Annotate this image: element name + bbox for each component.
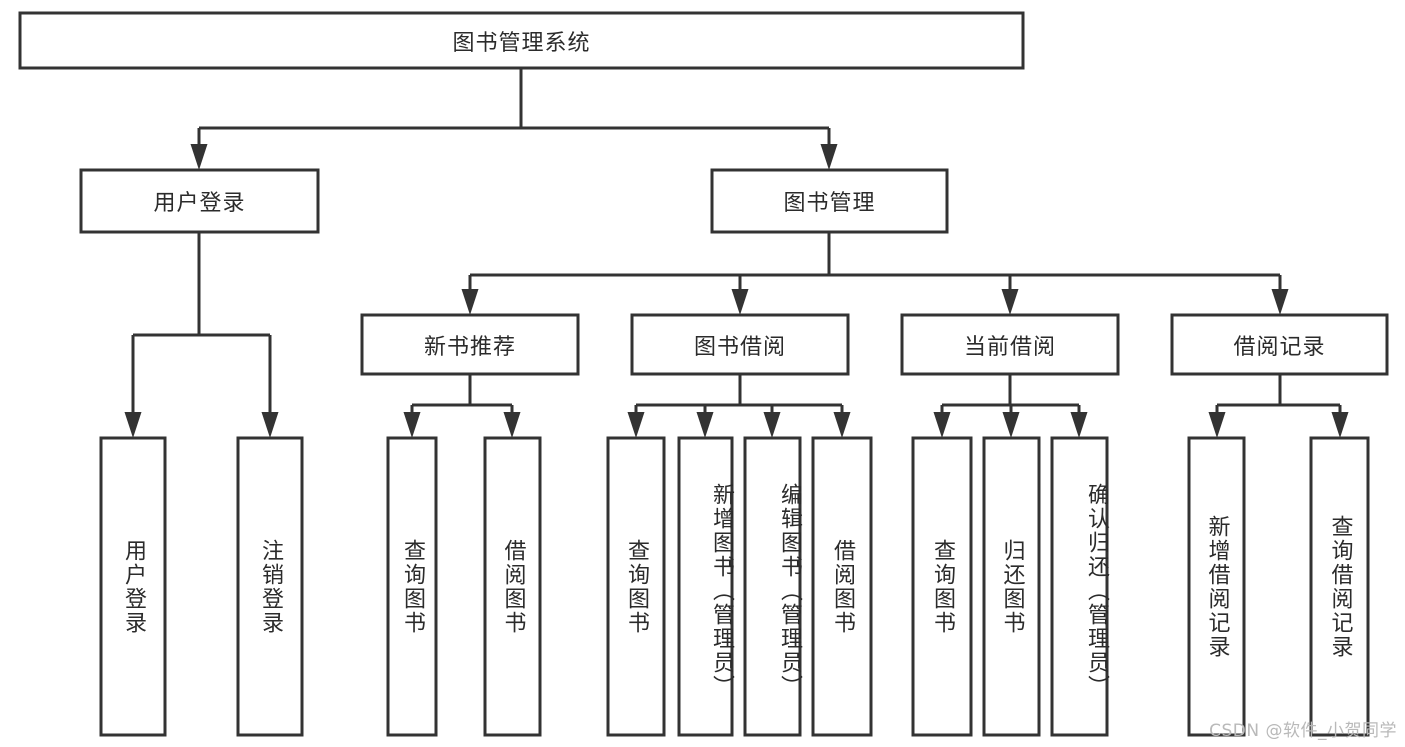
group-1-drop-1-arrowhead: [696, 412, 714, 438]
group-2-drop-1-arrowhead: [1002, 412, 1020, 438]
node-l3-借阅记录[interactable]: [1170, 313, 1389, 376]
group-3-drop-1-arrowhead: [1331, 412, 1349, 438]
node-leaf-查询图书-8[interactable]: [911, 436, 973, 737]
box-layer: [18, 11, 1389, 737]
node-leaf-查询图书-2[interactable]: [386, 436, 438, 737]
node-leaf-新增借阅记录-11[interactable]: [1187, 436, 1246, 737]
group-3-drop-0-arrowhead: [1208, 412, 1226, 438]
node-leaf-注销登录-1[interactable]: [236, 436, 304, 737]
node-leaf-用户登录-0[interactable]: [99, 436, 167, 737]
group-2-drop-2-arrowhead: [1070, 412, 1088, 438]
node-l3-图书借阅[interactable]: [630, 313, 850, 376]
node-leaf-编辑图书管理员-6[interactable]: [743, 436, 802, 737]
login-drop-1-arrowhead: [261, 412, 279, 438]
group-0-drop-1-arrowhead: [503, 412, 521, 438]
node-l2-图书管理[interactable]: [710, 168, 949, 234]
node-leaf-借阅图书-3[interactable]: [483, 436, 542, 737]
node-leaf-确认归还管理员-10[interactable]: [1050, 436, 1109, 737]
connector-layer: [124, 68, 1349, 438]
group-1-drop-2-arrowhead: [763, 412, 781, 438]
node-l2-用户登录[interactable]: [79, 168, 320, 234]
group-1-drop-3-arrowhead: [833, 412, 851, 438]
mgmt-drop-0-arrowhead: [461, 289, 479, 315]
root-drop-1-arrowhead: [820, 144, 838, 170]
node-leaf-借阅图书-7[interactable]: [811, 436, 873, 737]
login-drop-0-arrowhead: [124, 412, 142, 438]
mgmt-drop-3-arrowhead: [1271, 289, 1289, 315]
mgmt-drop-1-arrowhead: [731, 289, 749, 315]
group-0-drop-0-arrowhead: [403, 412, 421, 438]
node-leaf-查询图书-4[interactable]: [606, 436, 666, 737]
node-l3-新书推荐[interactable]: [360, 313, 580, 376]
group-2-drop-0-arrowhead: [933, 412, 951, 438]
mgmt-drop-2-arrowhead: [1001, 289, 1019, 315]
group-1-drop-0-arrowhead: [627, 412, 645, 438]
root-drop-0-arrowhead: [190, 144, 208, 170]
node-root-图书管理系统[interactable]: [18, 11, 1025, 70]
node-leaf-查询借阅记录-12[interactable]: [1309, 436, 1370, 737]
node-l3-当前借阅[interactable]: [900, 313, 1120, 376]
node-leaf-新增图书管理员-5[interactable]: [677, 436, 734, 737]
node-leaf-归还图书-9[interactable]: [982, 436, 1041, 737]
